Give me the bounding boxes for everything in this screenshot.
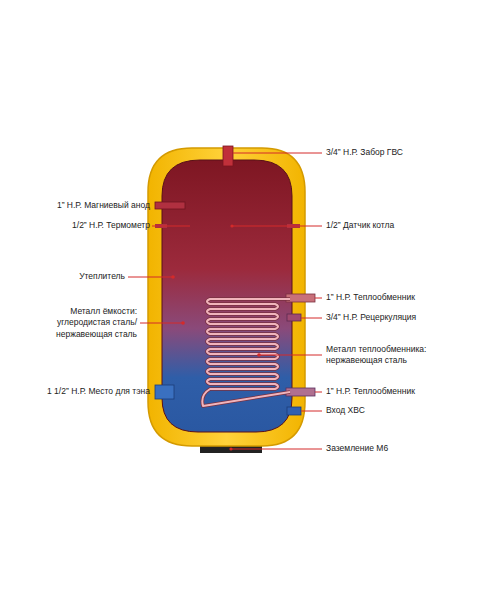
- callout-label: 1” Н.Р. Теплообменник: [326, 292, 415, 303]
- callout-label: 1” Н.Р. Магниевый анод: [57, 200, 150, 211]
- callout-label: 3/4” Н.Р. Забор ГВС: [326, 147, 403, 158]
- recirculation-pipe: [287, 314, 301, 321]
- callout-label: Заземление М6: [326, 443, 388, 454]
- callout-label: Металл ёмкости: углеродистая сталь/ нерж…: [41, 306, 137, 340]
- coil-tube: [202, 299, 290, 406]
- heater-port: [155, 385, 174, 399]
- callout-label: Металл теплообменника: нержавеющая сталь: [326, 344, 438, 367]
- callout-label: 1/2” Датчик котла: [326, 220, 394, 231]
- callout-label: 1 1/2” Н.Р. Место для тэна: [47, 386, 150, 397]
- coil-tube-outline: [202, 299, 290, 406]
- coil-inlet-pipe: [286, 294, 315, 302]
- cold-water-inlet: [287, 407, 301, 415]
- callout-label: Утеплитель: [79, 271, 125, 282]
- leader-dots: [171, 224, 261, 450]
- callout-label: 3/4” Н.Р. Рецеркуляция: [326, 312, 416, 323]
- callout-label: 1” Н.Р. Теплообменник: [326, 386, 415, 397]
- inner-tank: [162, 160, 292, 432]
- callout-label: 1/2” Н.Р. Термометр: [72, 220, 150, 231]
- heat-exchanger-coil: [202, 299, 290, 406]
- callout-label: Вход ХВС: [326, 405, 365, 416]
- hot-water-outlet: [223, 146, 233, 166]
- leader-lines: [128, 153, 322, 449]
- coil-outlet-pipe: [286, 388, 315, 396]
- anode-fitting: [155, 202, 185, 209]
- insulation-shell: [148, 148, 305, 446]
